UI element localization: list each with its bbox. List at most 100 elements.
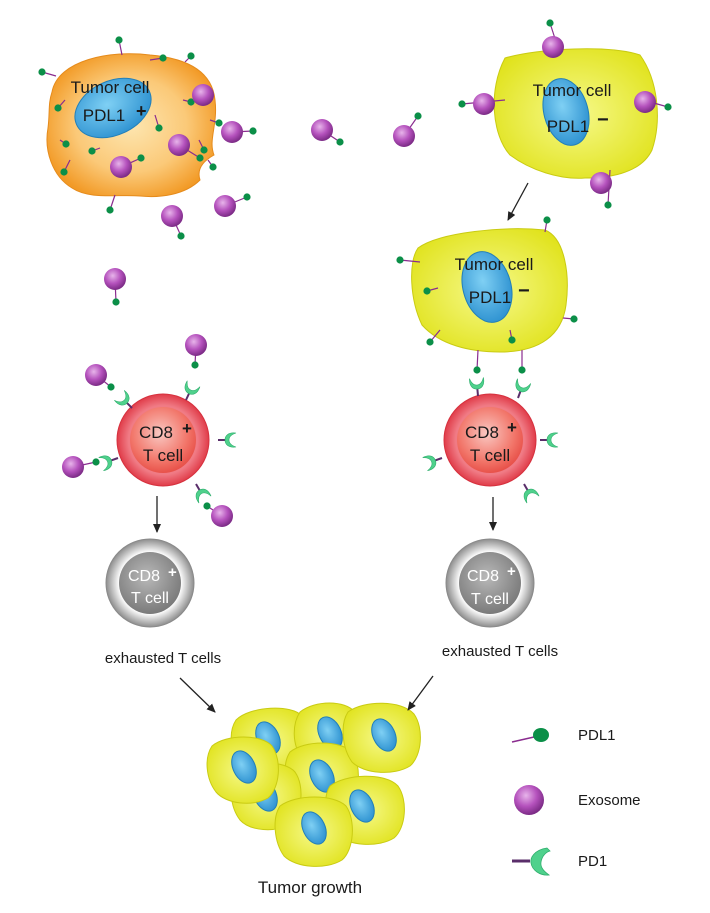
exosome (214, 193, 251, 217)
pdl1-label: PDL1 (83, 106, 126, 125)
pd1-icon (530, 847, 551, 876)
pdl1-molecule (426, 329, 441, 346)
molecules-layer (38, 19, 672, 527)
pdl1-molecule (154, 114, 163, 132)
pdl1-molecule (115, 36, 123, 56)
pd1-receptor (523, 483, 540, 504)
legend: PDL1 Exosome PD1 (511, 727, 641, 876)
exosome (62, 456, 100, 478)
arrows (153, 182, 529, 713)
legend-pdl1-label: PDL1 (578, 727, 616, 744)
pd1-receptor (195, 483, 212, 504)
exhausted-inner (119, 552, 181, 614)
pdl1-molecule (149, 54, 167, 62)
exosome (590, 172, 612, 194)
exosome (104, 268, 126, 306)
pdl1-molecule (562, 315, 578, 323)
pdl1-molecule (207, 159, 217, 171)
tumor-growth-caption: Tumor growth (258, 878, 362, 897)
tumor-cell-pdl1-positive: Tumor cell PDL1 + (46, 53, 217, 198)
plus-sign: + (136, 101, 147, 121)
yellow-cell-nucleus (461, 251, 513, 323)
plus-sign: + (507, 563, 516, 580)
pdl1-molecule (543, 216, 551, 233)
pdl1-molecule (60, 159, 71, 176)
pdl1-molecule (184, 52, 195, 63)
cd8-t-cell-left: CD8 + T cell (116, 393, 210, 487)
tumor-cell-label: Tumor cell (533, 81, 612, 100)
pdl1-molecule (198, 139, 208, 154)
tumor-cell-label: Tumor cell (455, 255, 534, 274)
yellow-cell-nucleus (542, 78, 590, 146)
legend-exosome-label: Exosome (578, 792, 641, 809)
t-cell-label: T cell (471, 591, 509, 608)
tumor-growth-cluster (206, 702, 421, 867)
minus-sign: − (597, 109, 609, 131)
exhausted-inner (459, 552, 521, 614)
legend-item-exosome: Exosome (514, 785, 641, 815)
exhausted-t-cell-right: CD8 + T cell (445, 538, 535, 628)
exosome (634, 91, 656, 113)
legend-item-pdl1: PDL1 (511, 727, 616, 744)
t-cell-label: T cell (143, 446, 183, 465)
cd8-label: CD8 (467, 568, 499, 585)
pdl1-label: PDL1 (547, 117, 590, 136)
pdl1-label: PDL1 (469, 288, 512, 307)
orange-cell-nucleus (74, 77, 152, 139)
plus-sign: + (507, 418, 517, 437)
pdl1-molecule (209, 119, 223, 127)
cd8-inner (457, 407, 523, 473)
plus-sign: + (182, 419, 192, 438)
tumor-cell-label: Tumor cell (71, 78, 150, 97)
exosome (393, 112, 422, 147)
pd1-receptor (114, 390, 133, 409)
pd1-receptor (98, 455, 119, 472)
tumor-cell-pdl1-negative-middle: Tumor cell PDL1 − (411, 228, 568, 353)
pdl1-icon (533, 728, 549, 742)
t-cell-label: T cell (131, 590, 169, 607)
pd1-receptor (469, 377, 485, 397)
pdl1-molecule (423, 287, 439, 295)
exosome (161, 205, 185, 240)
tumor-cell-pdl1-negative-top: Tumor cell PDL1 − (493, 48, 658, 179)
pd1-receptor (218, 432, 237, 448)
arrow-top-to-middle-tumor (507, 182, 529, 221)
cd8-label: CD8 (128, 568, 160, 585)
plus-sign: + (168, 564, 177, 581)
tumor-growth-cell (206, 736, 279, 804)
pdl1-molecule (88, 147, 101, 155)
pd1-receptor (540, 432, 559, 448)
pd1-receptor (515, 378, 532, 399)
exosome (168, 134, 204, 162)
exosome (203, 502, 233, 527)
cd8-label: CD8 (465, 423, 499, 442)
legend-item-pd1: PD1 (512, 847, 607, 876)
pd1-receptor (422, 455, 443, 472)
pd1-receptor (184, 380, 201, 401)
exosome (192, 84, 214, 106)
cd8-label: CD8 (139, 423, 173, 442)
pdl1-molecule (182, 98, 195, 106)
tumor-growth-cell (274, 796, 353, 867)
pdl1-molecule (59, 139, 70, 148)
arrow-left-exhausted-to-growth (179, 677, 216, 713)
pdl1-molecule (473, 349, 481, 374)
pdl1-molecule (396, 256, 421, 264)
exosome (185, 334, 207, 369)
pdl1-molecule (38, 68, 57, 77)
minus-sign: − (518, 280, 530, 302)
cd8-inner (130, 407, 196, 473)
pdl1-molecule (106, 194, 116, 214)
exosome (110, 154, 145, 178)
exosome (542, 36, 564, 58)
cd8-t-cell-right: CD8 + T cell (443, 393, 537, 487)
exhausted-t-cells-caption-right: exhausted T cells (442, 643, 558, 660)
pdl1-molecule (508, 329, 516, 344)
t-cell-label: T cell (470, 446, 510, 465)
pdl1-molecule (54, 99, 66, 112)
exhausted-t-cell-left: CD8 + T cell (105, 538, 195, 628)
exosome-icon (514, 785, 544, 815)
tumor-growth-cell (342, 702, 421, 773)
exosome (311, 119, 344, 146)
